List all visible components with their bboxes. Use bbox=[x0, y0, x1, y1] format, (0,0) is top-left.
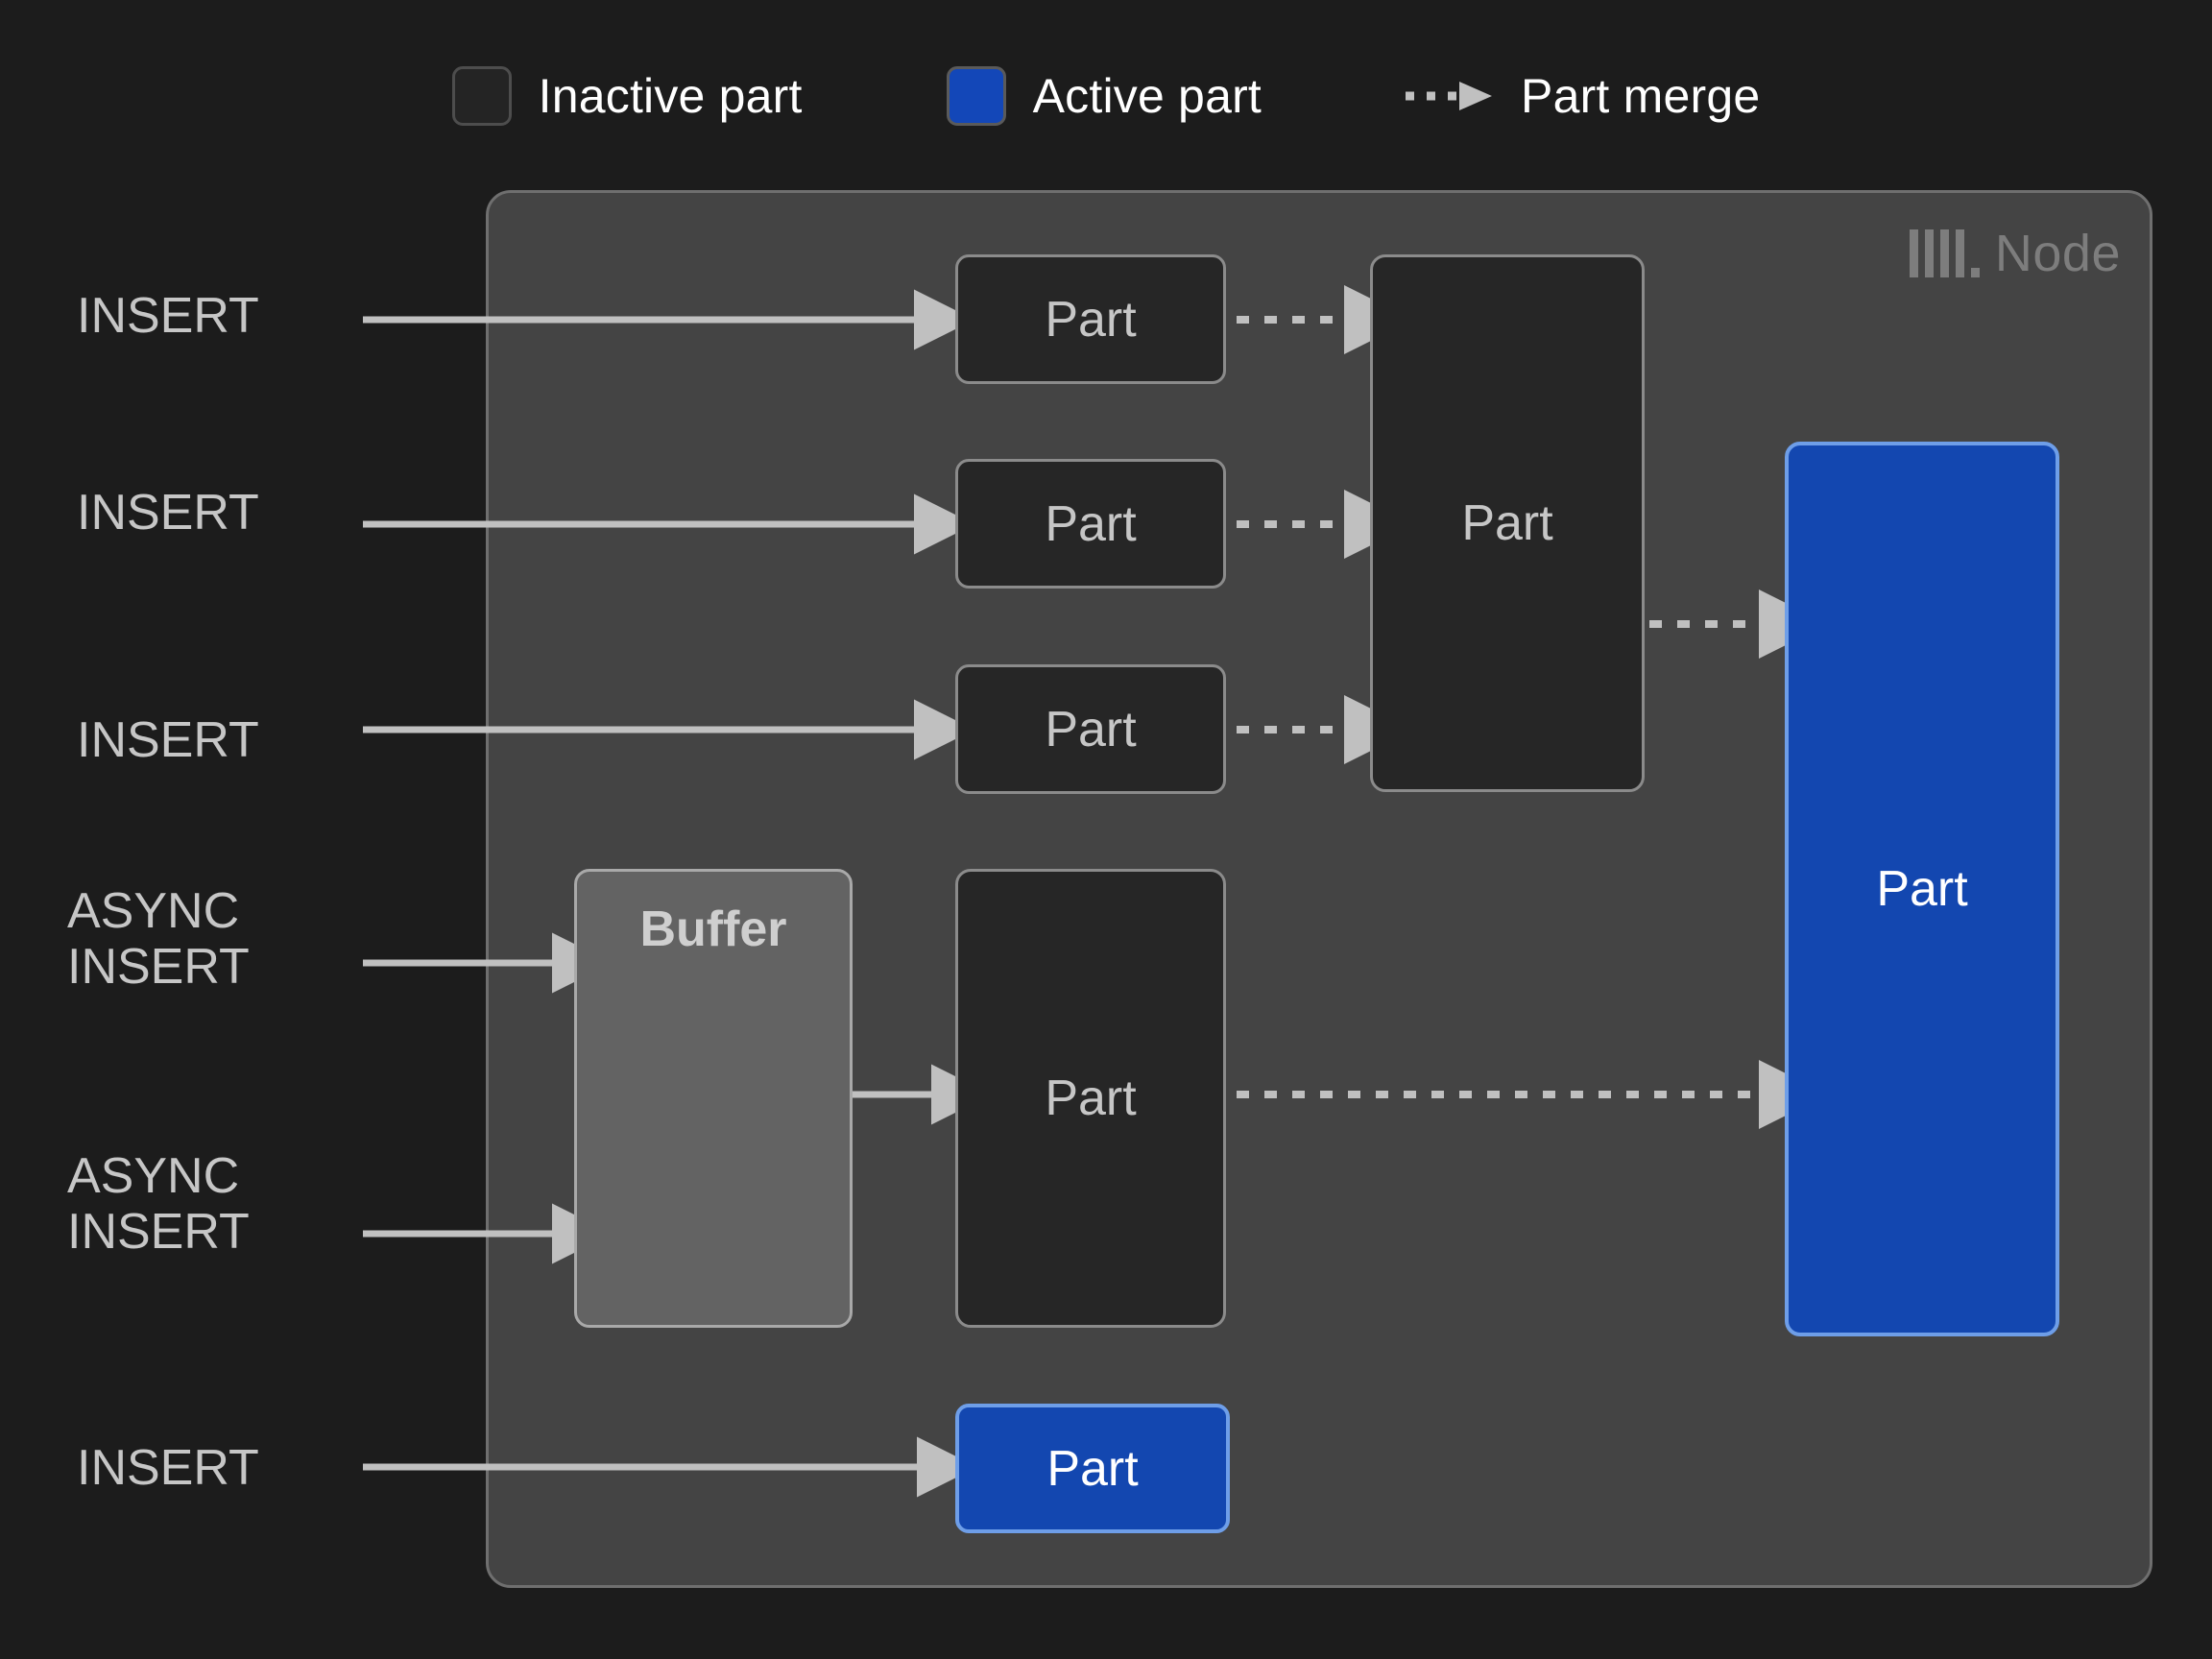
source-label-insert-1: INSERT bbox=[77, 288, 259, 344]
legend-label-inactive-part: Inactive part bbox=[538, 69, 803, 123]
buffer-part-box[interactable]: Part bbox=[955, 869, 1226, 1328]
node-badge: Node bbox=[1909, 224, 2121, 283]
legend-item-active-part: Active part bbox=[946, 66, 1262, 126]
part-box-row-2[interactable]: Part bbox=[955, 459, 1226, 589]
legend: Inactive part Active part Part merge bbox=[0, 53, 2212, 139]
final-active-part-box[interactable]: Part bbox=[1785, 442, 2059, 1336]
buffer-box[interactable]: Buffer bbox=[574, 869, 853, 1328]
clickhouse-logo-icon bbox=[1909, 229, 1980, 277]
square-filled-icon bbox=[946, 66, 1006, 126]
part-box-row-1[interactable]: Part bbox=[955, 254, 1226, 384]
merged-part-box[interactable]: Part bbox=[1370, 254, 1645, 792]
square-outline-icon bbox=[451, 66, 512, 126]
source-label-insert-4: INSERT bbox=[77, 1440, 259, 1496]
source-label-insert-2: INSERT bbox=[77, 485, 259, 541]
legend-label-active-part: Active part bbox=[1032, 69, 1262, 123]
legend-item-part-merge: Part merge bbox=[1406, 68, 1760, 124]
dashed-arrow-icon bbox=[1406, 80, 1494, 112]
legend-item-inactive-part: Inactive part bbox=[451, 66, 803, 126]
source-label-async-insert-2: ASYNC INSERT bbox=[67, 1148, 250, 1261]
part-box-row-3[interactable]: Part bbox=[955, 664, 1226, 794]
direct-active-part-box[interactable]: Part bbox=[955, 1404, 1230, 1533]
node-label: Node bbox=[1994, 225, 2121, 282]
source-label-async-insert-1: ASYNC INSERT bbox=[67, 883, 250, 996]
legend-label-part-merge: Part merge bbox=[1521, 69, 1761, 123]
source-label-insert-3: INSERT bbox=[77, 712, 259, 768]
